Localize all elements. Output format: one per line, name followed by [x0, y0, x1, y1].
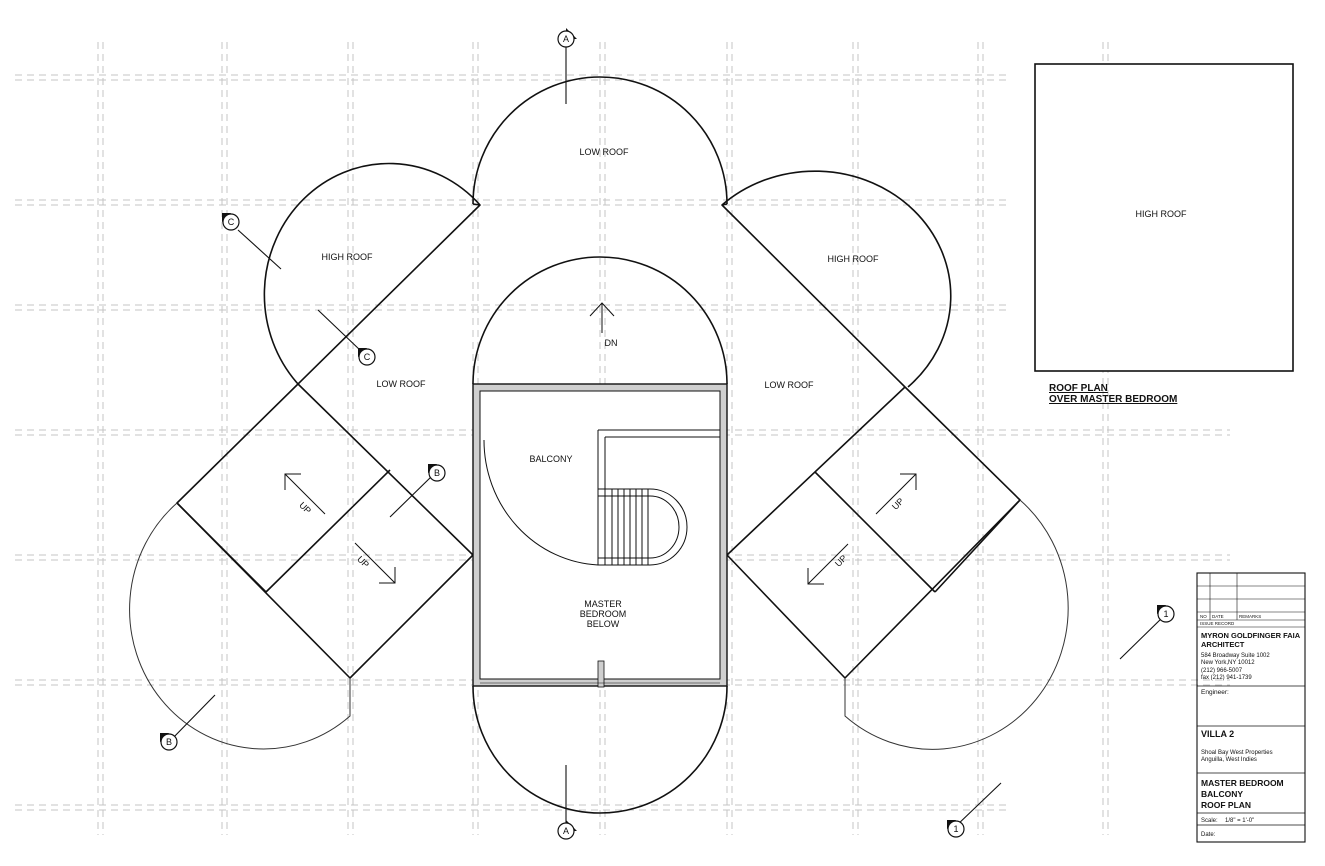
label-low-roof-right: LOW ROOF [765, 380, 815, 390]
marker-label-a-bottom: A [563, 826, 569, 836]
tb-col-remarks: REMARKS [1239, 614, 1261, 619]
upper-right-high-roof-outline [721, 170, 952, 388]
inset-title-line1: ROOF PLAN [1049, 383, 1108, 394]
tb-client2: Anguilla, West Indies [1201, 757, 1257, 763]
section-marker-c-lower: C [358, 348, 376, 366]
construction-grid [15, 42, 1230, 835]
up-arrow-left-1 [284, 473, 326, 515]
room-labels: LOW ROOF HIGH ROOF HIGH ROOF LOW ROOF LO… [297, 147, 906, 629]
marker-label-a-top: A [563, 34, 569, 44]
tb-architect-name: MYRON GOLDFINGER FAIA [1201, 631, 1301, 640]
label-high-roof-inset: HIGH ROOF [1136, 209, 1188, 219]
marker-label-1-right: 1 [1163, 609, 1168, 619]
section-marker-a-top: A [557, 28, 577, 48]
section-marker-b-lower: B [160, 733, 178, 751]
label-low-roof-left: LOW ROOF [377, 379, 427, 389]
marker-label-b-lower: B [166, 737, 172, 747]
title-block-text: NO DATE REMARKS ISSUE RECORD MYRON GOLDF… [1200, 614, 1301, 838]
spiral-stair [483, 429, 720, 566]
tb-architect-title: ARCHITECT [1201, 640, 1245, 649]
section-marker-c-upper: C [222, 213, 240, 231]
dn-arrow [589, 302, 615, 333]
label-master-line2: BEDROOM [580, 609, 627, 619]
title-block [1196, 572, 1306, 843]
left-wing-inner-2 [176, 502, 267, 593]
left-lower-arc [129, 502, 351, 750]
tb-project: VILLA 2 [1201, 729, 1234, 739]
tb-scale-label: Scale: [1201, 818, 1218, 824]
up-arrow-right-2 [807, 543, 849, 585]
marker-label-1-bottom: 1 [953, 824, 958, 834]
left-wing-outline [176, 383, 474, 679]
right-wing-inner-1 [814, 471, 936, 593]
tb-sheet-title3: ROOF PLAN [1201, 800, 1251, 810]
tb-sheet-title1: MASTER BEDROOM [1201, 778, 1284, 788]
tb-scale-value: 1/8" = 1'-0" [1225, 818, 1254, 824]
left-wing-inner-1 [265, 469, 391, 593]
tb-address2: New York,NY 10012 [1201, 660, 1255, 666]
partition-wall [597, 660, 605, 688]
tb-fax: fax (212) 941-1739 [1201, 675, 1252, 681]
marker-label-c-lower: C [364, 352, 371, 362]
label-high-roof-right: HIGH ROOF [828, 254, 880, 264]
section-cut-lines [168, 45, 1166, 828]
lower-arcs [129, 499, 1069, 750]
tb-sheet-title2: BALCONY [1201, 789, 1243, 799]
master-bedroom-walls [472, 383, 728, 688]
section-marker-b-upper: B [428, 464, 446, 482]
marker-label-b-upper: B [434, 468, 440, 478]
bottom-lobe-outline [472, 685, 728, 814]
section-marker-1-right: 1 [1157, 605, 1175, 623]
upper-right-low-roof-diagonal [721, 204, 906, 388]
tb-client1: Shoal Bay West Properties [1201, 750, 1273, 756]
up-arrow-right-1 [875, 473, 917, 515]
label-master-line1: MASTER [584, 599, 622, 609]
right-wing-outline [726, 386, 1021, 679]
label-low-roof-top: LOW ROOF [580, 147, 630, 157]
inset-roof-plan: HIGH ROOF ROOF PLAN OVER MASTER BEDROOM [1034, 63, 1294, 405]
label-high-roof-left: HIGH ROOF [322, 252, 374, 262]
tb-engineer: Engineer: [1201, 689, 1229, 696]
tb-col-date: DATE [1212, 614, 1224, 619]
upper-left-high-roof-outline [263, 162, 481, 385]
section-marker-a-bottom: A [557, 820, 577, 840]
label-up-left-1: UP [297, 500, 313, 516]
marker-label-c-upper: C [228, 217, 235, 227]
balcony-dome-outline [472, 256, 728, 385]
tb-address1: 584 Broadway Suite 1002 [1201, 653, 1270, 659]
right-lower-arc [844, 499, 1069, 750]
right-wing-inner-2 [934, 499, 1021, 593]
label-dn: DN [605, 338, 618, 348]
upper-left-low-roof-diagonal [297, 204, 481, 385]
label-master-line3: BELOW [587, 619, 620, 629]
tb-phone: (212) 966-5007 [1201, 668, 1243, 674]
tb-date-label: Date: [1201, 832, 1216, 838]
tb-col-no: NO [1200, 614, 1207, 619]
tb-issue-record: ISSUE RECORD [1200, 621, 1235, 626]
label-balcony: BALCONY [529, 454, 572, 464]
top-low-roof-outline [472, 76, 728, 205]
up-arrow-left-2 [354, 542, 396, 584]
plan-outline [176, 76, 1021, 814]
section-marker-1-bottom: 1 [947, 820, 965, 838]
inset-title-line2: OVER MASTER BEDROOM [1049, 394, 1177, 405]
arrows [284, 302, 917, 585]
